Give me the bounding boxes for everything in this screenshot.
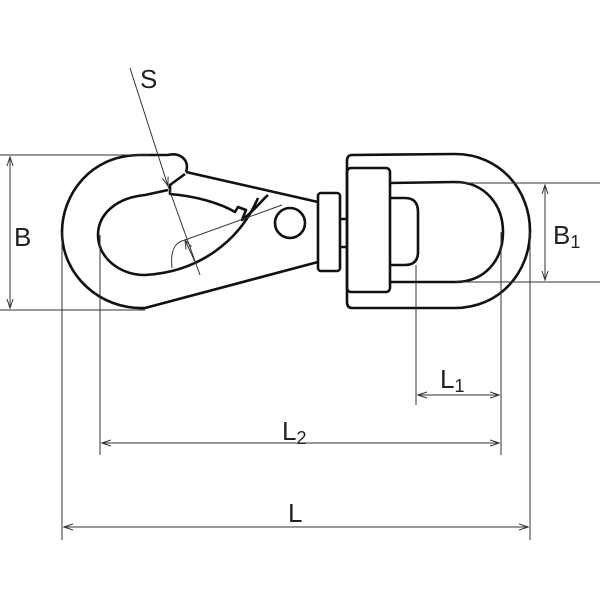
swivel-eye-outer: [345, 152, 532, 310]
label-B1-sub: 1: [570, 232, 581, 252]
label-L2: L2: [282, 418, 306, 447]
dimension-lines: [0, 67, 600, 540]
label-L1-sub: 1: [454, 376, 465, 396]
hook-hole: [273, 206, 307, 240]
label-L2-sub: 2: [296, 428, 307, 448]
swivel-collar: [316, 191, 342, 273]
label-B: B: [14, 222, 32, 252]
label-L1: L1: [440, 366, 464, 395]
label-L2-main: L: [282, 416, 297, 446]
dim-S-reference: [171, 204, 283, 269]
hook-inner: [96, 188, 260, 277]
dim-S-arrow: [185, 240, 197, 265]
label-B1: B1: [553, 222, 580, 251]
hook-outline: [60, 152, 532, 310]
label-L: L: [288, 498, 303, 528]
gate: [168, 172, 269, 222]
label-B1-main: B: [553, 220, 571, 250]
label-S: S: [140, 64, 158, 94]
swivel-plate: [345, 166, 392, 294]
swivel-inner-block: [390, 196, 420, 267]
label-L1-main: L: [440, 364, 455, 394]
dim-S-leader: [129, 67, 168, 186]
hook-upper-edge: [185, 170, 319, 204]
swivel-eye-inner: [389, 180, 505, 284]
hook-outer: [60, 153, 319, 310]
